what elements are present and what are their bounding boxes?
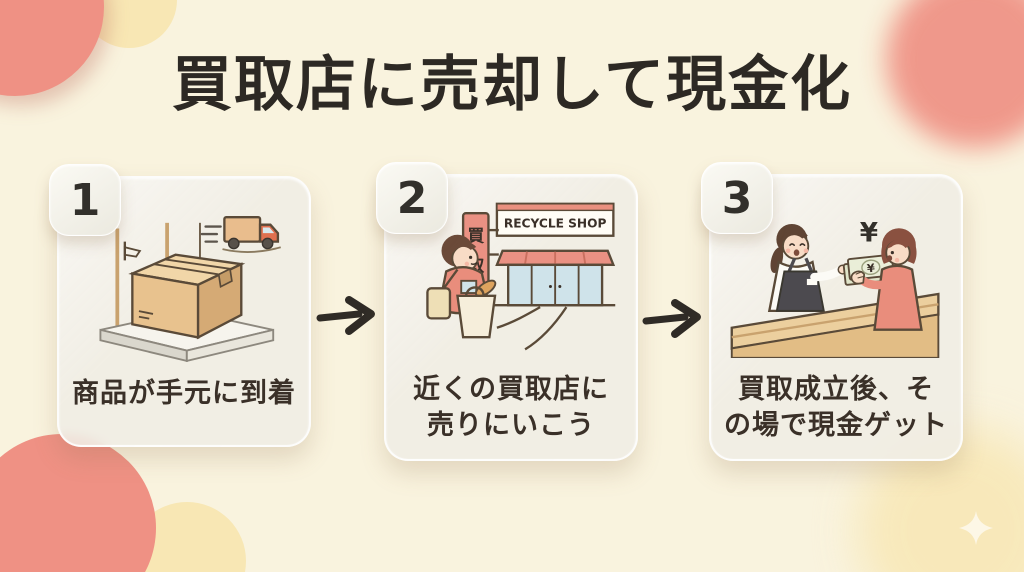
cash-handover-illustration: ¥	[730, 218, 940, 358]
step-number-badge-3: 3	[701, 162, 773, 234]
shop-sign-text: RECYCLE SHOP	[504, 216, 607, 230]
yen-symbol: ¥	[860, 218, 878, 248]
step-card-3: 3 ¥	[701, 162, 963, 461]
step-card-2: 2 RECYCLE SHOP	[376, 162, 638, 461]
caption-line: 売りにいこう	[427, 409, 595, 441]
step-number: 2	[396, 172, 428, 224]
path-to-shop	[496, 306, 568, 351]
arrow-right-icon	[642, 299, 701, 338]
step-2-illustration: RECYCLE SHOP	[403, 198, 619, 358]
walk-to-shop-illustration: RECYCLE SHOP	[426, 202, 616, 351]
step-1-illustration	[76, 200, 292, 362]
caption-line: 買取成立後、そ	[738, 374, 934, 405]
person-figure	[426, 234, 497, 339]
clerk-figure	[767, 224, 848, 313]
cardboard-box-icon	[128, 253, 246, 340]
page-title: 買取店に売却して現金化	[171, 50, 853, 120]
customer-figure	[850, 228, 923, 331]
step-number-badge-1: 1	[49, 164, 121, 236]
recycle-shop-icon: RECYCLE SHOP	[493, 202, 616, 307]
step-caption: 買取成立後、そ の場で現金ゲット	[724, 372, 948, 443]
step-number: 3	[721, 172, 753, 224]
step-3-illustration: ¥	[728, 198, 944, 358]
package-delivered-illustration	[99, 216, 281, 362]
caption-line: 近くの買取店に	[413, 374, 609, 405]
step-number-badge-2: 2	[376, 162, 448, 234]
step-card-1: 1	[49, 164, 311, 447]
arrow-right-icon	[316, 296, 375, 335]
caption-line: 商品が手元に到着	[72, 378, 296, 409]
bg-circle-bottom-left-coral	[0, 434, 156, 572]
caption-line: の場で現金ゲット	[724, 409, 948, 441]
step-caption: 商品が手元に到着	[72, 376, 296, 412]
sparkle-icon	[959, 511, 993, 545]
delivery-truck-icon	[200, 216, 281, 253]
bill-yen-symbol: ¥	[866, 262, 875, 276]
buyback-sign-char-1: 買	[467, 225, 484, 245]
step-number: 1	[69, 174, 101, 226]
step-caption: 近くの買取店に 売りにいこう	[413, 372, 609, 443]
